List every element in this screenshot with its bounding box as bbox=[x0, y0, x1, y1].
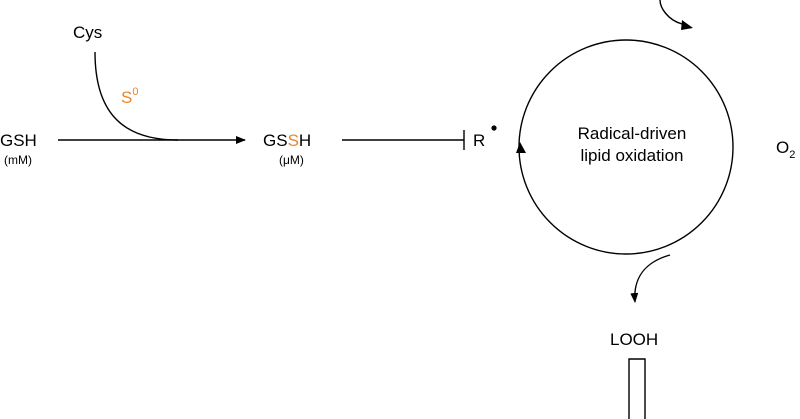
gssh-concentration-label: (μM) bbox=[279, 153, 304, 167]
cys-incorporation-curve bbox=[94, 51, 179, 141]
cycle-arrowhead-top bbox=[681, 20, 693, 30]
looh-outflow-arrow bbox=[628, 358, 646, 419]
gssh-label: GSSH bbox=[263, 131, 311, 150]
cys-label: Cys bbox=[73, 23, 102, 42]
looh-exit-curve bbox=[630, 254, 671, 303]
cycle-arrowhead-left bbox=[516, 142, 526, 153]
oxygen-label: O2 bbox=[776, 138, 795, 161]
gsh-concentration-label: (mM) bbox=[4, 153, 32, 167]
sulfane-sulfur-label: S0 bbox=[121, 86, 138, 107]
cycle-title-line1: Radical-driven bbox=[578, 124, 687, 143]
top-entry-curve bbox=[659, 0, 683, 25]
gsh-label: GSH bbox=[0, 131, 37, 150]
looh-label: LOOH bbox=[610, 330, 658, 349]
radical-dot bbox=[491, 125, 497, 131]
cycle-title-line2: lipid oxidation bbox=[580, 146, 683, 165]
radical-label: R bbox=[473, 131, 485, 150]
